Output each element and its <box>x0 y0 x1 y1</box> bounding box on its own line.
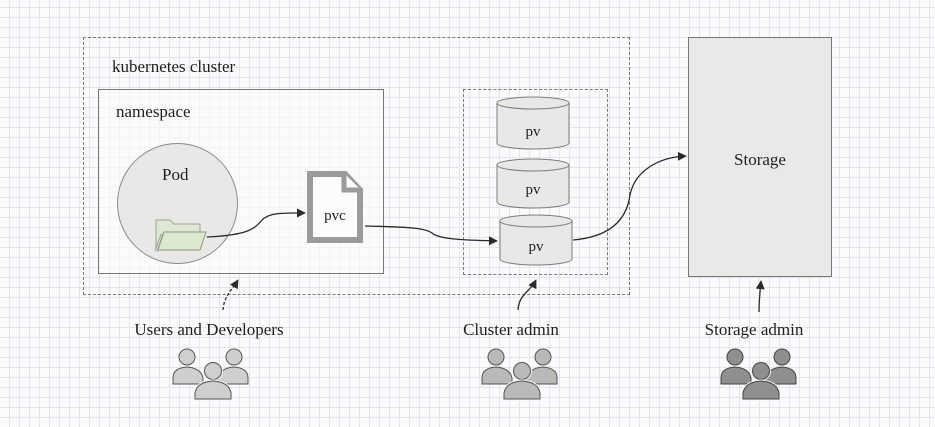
storage-box <box>688 37 832 277</box>
kubernetes-cluster-boundary <box>83 37 630 295</box>
pvc-document-icon <box>307 171 363 243</box>
users-group-icon <box>172 348 249 401</box>
pvc-label: pvc <box>324 208 346 224</box>
namespace-label: namespace <box>116 102 191 121</box>
folder-icon <box>154 219 207 253</box>
arrow-users-to-namespace <box>222 279 239 311</box>
arrow-pod-to-pvc <box>206 208 306 238</box>
pv-label-3: pv <box>528 239 544 255</box>
role-label-storage-admin: Storage admin <box>704 320 804 339</box>
pv-cylinder-3 <box>499 214 573 266</box>
pv-cylinder-1 <box>496 96 570 150</box>
pv-group-boundary <box>463 89 608 275</box>
role-label-cluster-admin: Cluster admin <box>463 320 559 339</box>
pv-cylinder-2 <box>496 158 570 209</box>
arrow-cluster-admin-to-pvgroup <box>517 279 537 311</box>
arrow-storage-admin-to-storage <box>755 280 765 313</box>
arrow-pvc-to-pv <box>364 225 498 246</box>
cluster-label: kubernetes cluster <box>112 57 236 76</box>
pv-label-2: pv <box>525 182 541 198</box>
users-group-icon <box>720 348 797 401</box>
role-label-users-developers: Users and Developers <box>134 320 284 339</box>
storage-label: Storage <box>734 150 786 169</box>
pv-label-1: pv <box>525 124 541 140</box>
users-group-icon <box>481 348 558 401</box>
pod-label: Pod <box>162 165 189 184</box>
arrow-pv-to-storage <box>572 151 687 241</box>
